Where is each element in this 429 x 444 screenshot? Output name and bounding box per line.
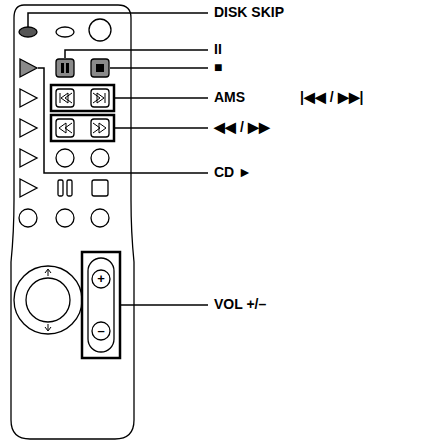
round-button xyxy=(56,149,74,167)
square-button xyxy=(92,180,108,196)
play-button xyxy=(20,149,37,167)
ams-next-button xyxy=(91,89,109,107)
remote-housing xyxy=(11,5,134,439)
forward-button xyxy=(91,119,109,137)
search-frame xyxy=(51,115,114,141)
leader-line xyxy=(28,13,208,27)
round-button xyxy=(91,209,109,227)
volume-frame xyxy=(82,252,120,358)
rewind-button xyxy=(56,119,74,137)
button-sign: + xyxy=(97,272,105,286)
callout-label: ◀◀ / ▶▶ xyxy=(214,120,270,135)
joystick xyxy=(14,266,82,334)
round-button xyxy=(56,209,74,227)
play-button xyxy=(20,119,37,137)
play-button xyxy=(20,179,37,197)
leader-line xyxy=(115,97,208,99)
ams-frame xyxy=(51,85,114,111)
pause-button xyxy=(56,59,74,77)
oval-button xyxy=(56,27,74,37)
leader-line xyxy=(121,304,208,306)
round-button xyxy=(91,149,109,167)
volume-rocker xyxy=(88,258,114,352)
disk-skip-button xyxy=(19,27,37,37)
leader-line xyxy=(65,50,208,58)
leader-line xyxy=(110,67,208,69)
callout-label: ■ xyxy=(214,60,222,75)
pause-outline-button xyxy=(58,180,63,196)
callout-label: AMS xyxy=(214,90,245,105)
leader-line xyxy=(38,68,208,173)
callout-label: VOL +/– xyxy=(214,297,266,312)
callout-label: CD ► xyxy=(214,165,252,180)
callout-symbol: |◀◀ / ▶▶| xyxy=(300,90,364,105)
round-button xyxy=(19,209,37,227)
stop-button xyxy=(91,59,109,77)
callout-label: DISK SKIP xyxy=(214,5,284,20)
leader-line xyxy=(115,127,208,129)
button-sign: – xyxy=(97,324,104,338)
round-button xyxy=(89,19,111,41)
ams-prev-button xyxy=(56,89,74,107)
cd-play-button xyxy=(20,59,37,77)
callout-label: II xyxy=(214,42,222,57)
play-button xyxy=(20,89,37,107)
